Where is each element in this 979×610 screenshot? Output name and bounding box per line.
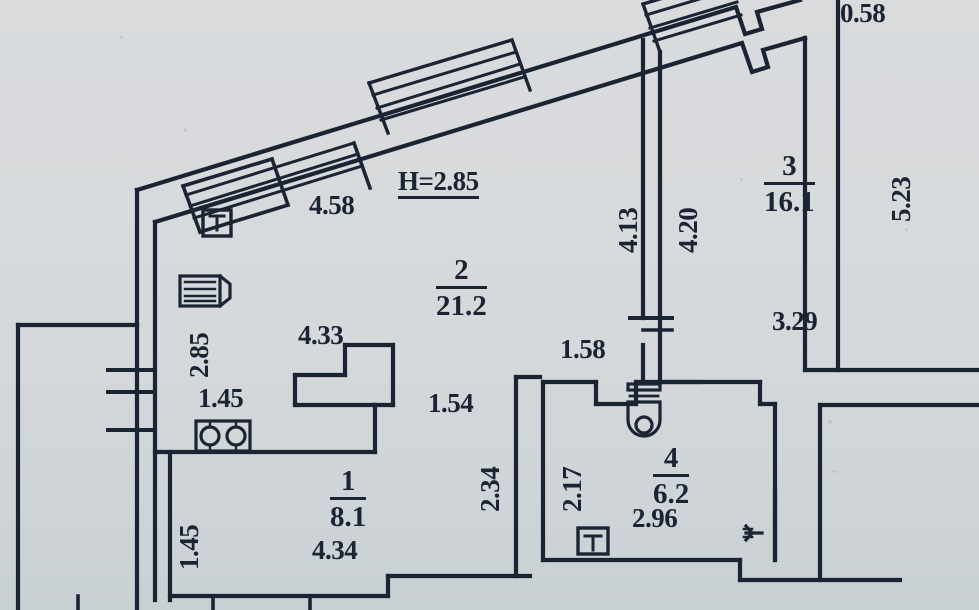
room-tag-1: 1 8.1	[330, 466, 367, 534]
dimension-4-20: 4.20	[673, 207, 703, 253]
door-icon	[201, 208, 233, 238]
window-jamb	[351, 140, 373, 191]
dimension-4-58: 4.58	[309, 190, 355, 220]
dimension-1-45-upper: 1.45	[198, 383, 244, 413]
paper-speckle	[828, 420, 832, 424]
window-jamb	[269, 156, 291, 208]
dimension-2-34: 2.34	[475, 466, 505, 512]
dimension-2-85: 2.85	[184, 332, 214, 378]
window-hatch-line	[371, 50, 518, 97]
window-hatch-line	[184, 141, 356, 197]
room-area: 8.1	[330, 501, 367, 534]
window-hatch-line	[648, 0, 739, 30]
toilet-icon	[626, 382, 662, 438]
window-jamb	[180, 183, 203, 235]
dimension-4-13: 4.13	[613, 207, 643, 253]
window-jamb	[366, 80, 391, 136]
radiator-icon	[178, 273, 232, 309]
paper-speckle	[740, 178, 743, 181]
dimension-1-45-left: 1.45	[174, 524, 204, 570]
window-hatch-line	[652, 13, 743, 43]
ceiling-height-label: H=2.85	[398, 168, 479, 199]
room-number: 4	[653, 443, 690, 478]
room-tag-3: 3 16.1	[764, 151, 815, 217]
electrical-outlet-icon	[742, 523, 764, 543]
room-tag-4: 4 6.2	[653, 443, 690, 511]
dimension-1-58: 1.58	[560, 334, 606, 364]
window-hatch-line	[375, 62, 522, 110]
window-jamb	[640, 1, 663, 55]
room-number: 1	[330, 466, 367, 501]
room-area: 16.1	[764, 186, 815, 219]
paper-speckle	[120, 36, 123, 39]
window-hatch-line	[644, 0, 702, 17]
paper-speckle	[832, 470, 837, 473]
window-hatch-line	[188, 152, 360, 208]
paper-speckle	[905, 228, 908, 231]
window-frame-end	[366, 37, 515, 86]
stove-icon	[194, 419, 252, 453]
door-icon	[576, 526, 610, 556]
room-number: 2	[436, 255, 487, 290]
dimension-4-34: 4.34	[312, 535, 358, 565]
window-frame-end	[180, 156, 275, 189]
dimension-4-33: 4.33	[298, 320, 344, 350]
diagonal-exterior-wall-inner	[152, 35, 808, 225]
dimension-3-29: 3.29	[772, 306, 818, 336]
room-area: 21.2	[436, 290, 487, 323]
window-jamb	[509, 37, 533, 93]
dimension-2-17: 2.17	[557, 466, 587, 512]
dimension-0-58: 0.58	[840, 0, 886, 28]
dimension-2-96: 2.96	[632, 503, 678, 533]
room-number: 3	[764, 151, 815, 186]
room-area: 6.2	[653, 478, 690, 511]
wall-outline-group	[15, 0, 979, 610]
room-tag-2: 2 21.2	[436, 255, 487, 321]
window-hatch-line	[379, 75, 526, 122]
dimension-5-23: 5.23	[886, 176, 916, 222]
paper-speckle	[184, 128, 187, 132]
dimension-1-54: 1.54	[428, 388, 474, 418]
diagonal-exterior-wall	[134, 0, 803, 193]
window-frame-end	[197, 202, 291, 235]
